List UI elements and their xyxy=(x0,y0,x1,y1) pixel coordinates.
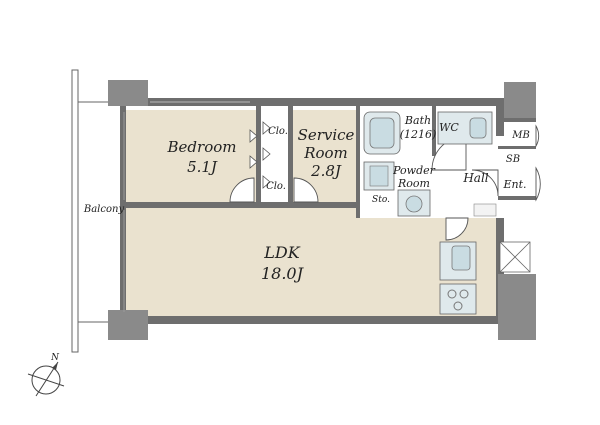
pillars xyxy=(108,80,536,340)
closet-label-2: Clo. xyxy=(266,181,286,192)
closet-doors xyxy=(249,121,271,189)
compass-north-label: N xyxy=(50,353,60,363)
bathtub-icon xyxy=(363,111,401,155)
ldk-size: 18.0J xyxy=(261,264,305,283)
entrance-step xyxy=(473,203,497,217)
doors xyxy=(229,124,541,241)
service-room-label-1: Service xyxy=(298,126,355,144)
entrance-label: Ent. xyxy=(502,178,526,191)
powder-room-label-2: Room xyxy=(397,177,430,190)
stove-icon xyxy=(439,283,477,315)
bath-size: (1216) xyxy=(400,128,437,141)
sb-label: SB xyxy=(506,154,520,165)
service-room-size: 2.8J xyxy=(310,162,342,180)
bath-label: Bath xyxy=(404,114,431,127)
bedroom-size: 5.1J xyxy=(187,158,218,176)
closet-label-1: Clo. xyxy=(268,126,288,137)
kitchen-sink-icon xyxy=(439,241,477,281)
washbasin-icon xyxy=(397,189,431,217)
compass-icon xyxy=(27,361,65,397)
wc-label: WC xyxy=(439,121,459,134)
balcony xyxy=(71,69,110,353)
powder-room-label-1: Powder xyxy=(392,164,436,177)
service-room-label-2: Room xyxy=(303,144,348,162)
balcony-label: Balcony xyxy=(83,204,125,215)
hall-label: Hall xyxy=(462,171,488,185)
windows xyxy=(123,101,250,312)
washing-machine-icon xyxy=(363,161,395,191)
storage-label: Sto. xyxy=(372,195,390,205)
bedroom-label: Bedroom xyxy=(167,138,237,156)
mb-label: MB xyxy=(511,130,530,141)
toilet-icon xyxy=(437,111,493,145)
ldk-label: LDK xyxy=(263,243,300,262)
fridge-space-icon xyxy=(499,241,531,273)
